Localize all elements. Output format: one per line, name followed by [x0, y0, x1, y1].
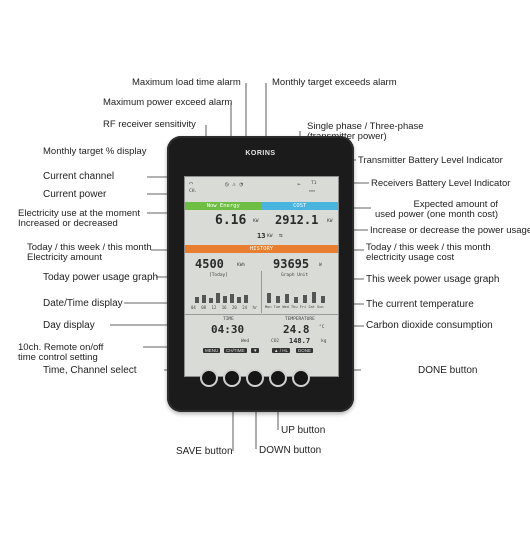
label-save-button: SAVE button	[176, 446, 233, 457]
label-remote-line2: time control setting	[18, 352, 98, 363]
key-label-done: DONE	[296, 348, 314, 353]
label-max-load-time-alarm: Maximum load time alarm	[132, 77, 241, 88]
co2-value: 148.7	[289, 337, 311, 345]
label-down-button: DOWN button	[259, 445, 322, 456]
energy-monitor-device: KORINS ◠ CH. ◷ ⚠ ◔ ⌁ T1 ▭▭ Now Energy CO…	[167, 136, 354, 412]
label-monthly-target-pct: Monthly target % display	[43, 146, 147, 157]
delta-value: 13	[257, 232, 266, 240]
down-button[interactable]	[246, 369, 264, 387]
cost-value: 2912.1	[275, 213, 319, 227]
key-label-menu: MENU	[203, 348, 221, 353]
label-date-time-display: Date/Time display	[43, 298, 123, 309]
label-phase-line1: Single phase / Three-phase	[307, 121, 424, 132]
label-today-week-month-left-2: Electricity amount	[27, 252, 102, 263]
week-axis: Mon Tue Wed Thu Fri Sat Sun	[265, 305, 324, 309]
temperature-value: 24.8	[283, 323, 310, 336]
graph-divider	[261, 271, 262, 313]
alarm-icons: ◷ ⚠ ◔	[225, 181, 244, 188]
battery-icon: ▭▭	[309, 188, 316, 194]
week-tag: Graph Unit	[281, 273, 309, 278]
label-day-display: Day display	[43, 320, 95, 331]
time-label: TIME	[223, 317, 234, 322]
delta-unit: KW	[267, 234, 273, 239]
t1-label: T1	[311, 181, 317, 186]
label-current-channel: Current channel	[43, 171, 115, 182]
energy-history-value: 4500	[195, 257, 224, 271]
channel-label: CH.	[189, 189, 198, 194]
label-today-week-month-right-2: electricity usage cost	[366, 252, 455, 263]
time-channel-button[interactable]	[200, 369, 218, 387]
label-time-channel-select: Time, Channel select	[43, 365, 137, 376]
today-tag: [Today]	[209, 273, 228, 278]
energy-history-unit: KWh	[237, 263, 246, 268]
label-increase-decrease-usage: Increase or decrease the power usage	[370, 225, 530, 236]
now-energy-band: Now Energy	[185, 202, 262, 210]
brand-logo: KORINS	[245, 150, 276, 157]
up-button[interactable]	[269, 369, 287, 387]
today-axis: 04 08 12 16 20 24 hr	[191, 305, 258, 310]
rf-signal-icon: ◠	[189, 180, 194, 188]
label-expected-amount-line2: used power (one month cost)	[374, 209, 498, 220]
lcd-screen: ◠ CH. ◷ ⚠ ◔ ⌁ T1 ▭▭ Now Energy COST 6.16…	[184, 176, 339, 377]
save-button[interactable]	[223, 369, 241, 387]
trend-arrow-icon: ⇆	[279, 232, 283, 239]
label-transmitter-battery: Transmitter Battery Level Indicator	[358, 155, 503, 166]
key-label-ch-time: CH/TIME	[224, 348, 247, 353]
label-current-power: Current power	[43, 189, 107, 200]
day-value: Wed	[241, 339, 250, 344]
current-power-unit: KW	[253, 219, 259, 224]
label-week-graph: This week power usage graph	[366, 274, 500, 285]
co2-label: CO2	[271, 339, 280, 344]
current-power-value: 6.16	[215, 213, 247, 228]
label-done-button: DONE button	[418, 365, 478, 376]
label-electricity-use-line2: Increased or decreased	[18, 218, 118, 229]
key-label-down: ▼	[251, 348, 260, 353]
cost-history-unit: W	[319, 263, 322, 268]
label-co2-consumption: Carbon dioxide consumption	[366, 320, 493, 331]
label-today-graph: Today power usage graph	[43, 272, 159, 283]
key-label-up: ▲ / HL	[272, 348, 290, 353]
temperature-unit: °C	[319, 325, 325, 330]
done-button[interactable]	[292, 369, 310, 387]
label-expected-amount-line1: Expected amount of	[413, 199, 499, 210]
label-today-week-month-left-1: Today / this week / this month	[27, 242, 152, 253]
label-current-temperature: The current temperature	[366, 299, 474, 310]
temperature-label: TEMPERATURE	[285, 317, 315, 322]
label-up-button: UP button	[281, 425, 326, 436]
phase-icon: ⌁	[297, 181, 301, 188]
rule-bottom	[185, 314, 338, 315]
label-max-power-exceed-alarm: Maximum power exceed alarm	[103, 97, 233, 108]
time-value: 04:30	[211, 323, 245, 336]
label-rf-receiver-sensitivity: RF receiver sensitivity	[103, 119, 196, 130]
cost-history-value: 93695	[273, 257, 310, 271]
co2-unit: kg	[321, 339, 327, 344]
label-phase-line2: (transmitter power)	[307, 131, 387, 142]
label-monthly-target-exceeds-alarm: Monthly target exceeds alarm	[272, 77, 397, 88]
cost-band: COST	[261, 202, 338, 210]
history-band: HISTORY	[185, 245, 338, 253]
label-remote-line1: 10ch. Remote on/off	[18, 342, 104, 353]
cost-unit: KW	[327, 219, 333, 224]
label-electricity-use-line1: Electricity use at the moment	[18, 208, 140, 219]
label-receivers-battery: Receivers Battery Level Indicator	[371, 178, 511, 189]
label-today-week-month-right-1: Today / this week / this month	[366, 242, 491, 253]
